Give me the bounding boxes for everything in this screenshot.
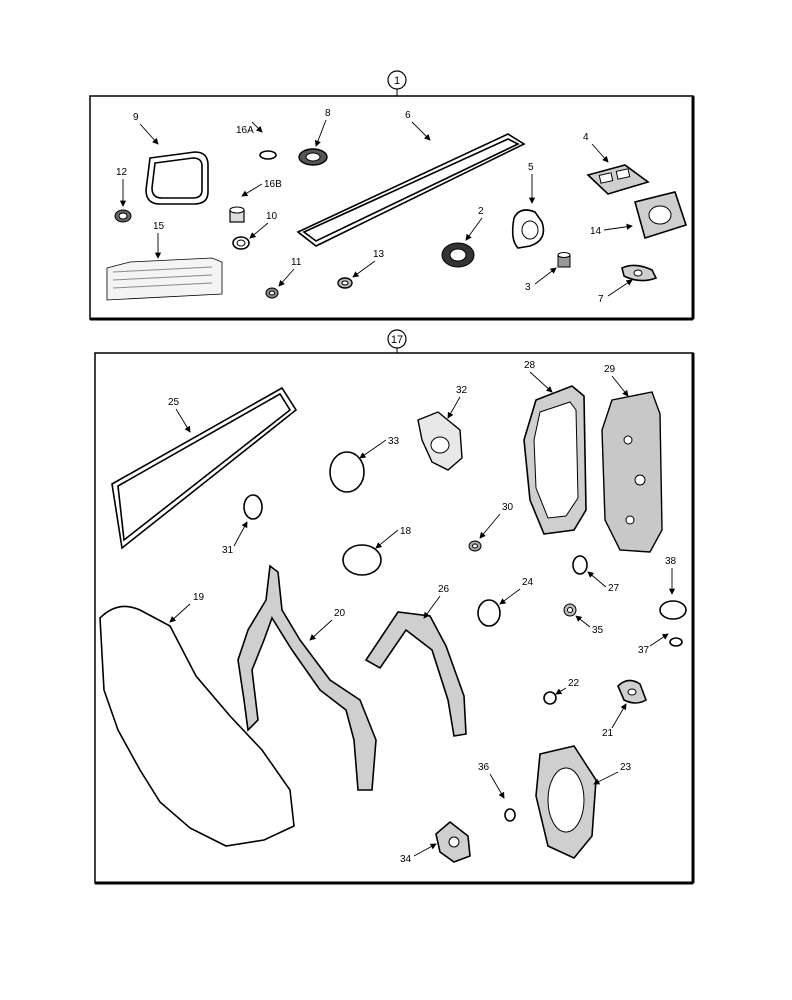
part-18-o-ring xyxy=(342,544,382,576)
part-38-o-ring xyxy=(659,600,687,620)
part-26-gasket xyxy=(364,611,467,737)
part-29-oil-cooler-gasket xyxy=(601,391,663,553)
label-13: 13 xyxy=(373,249,385,260)
label-35: 35 xyxy=(592,625,604,636)
part-10-seal-ring xyxy=(232,236,250,250)
label-16a: 16A xyxy=(236,125,254,136)
label-29: 29 xyxy=(604,364,616,375)
part-7-gasket xyxy=(621,264,658,282)
label-37: 37 xyxy=(638,645,650,656)
part-16a-o-ring xyxy=(259,150,277,160)
label-4: 4 xyxy=(583,132,589,143)
part-36-o-ring xyxy=(504,808,516,822)
part-33-o-ring xyxy=(329,451,365,493)
label-33: 33 xyxy=(388,436,400,447)
label-5: 5 xyxy=(528,162,534,173)
part-13-seal xyxy=(337,277,353,289)
label-27: 27 xyxy=(608,583,620,594)
part-34-gasket xyxy=(435,820,471,863)
label-12: 12 xyxy=(116,167,128,178)
part-21-gasket xyxy=(617,679,647,704)
part-35-seal xyxy=(563,603,577,617)
label-9: 9 xyxy=(133,112,139,123)
label-38: 38 xyxy=(665,556,677,567)
bottom-kit-labels: 25 32 28 29 33 31 30 18 38 27 19 20 26 2… xyxy=(168,360,677,865)
part-24-o-ring xyxy=(477,599,501,627)
label-18: 18 xyxy=(400,526,412,537)
label-7: 7 xyxy=(598,294,604,305)
callout-1-text: 1 xyxy=(394,75,400,87)
label-36: 36 xyxy=(478,762,490,773)
label-26: 26 xyxy=(438,584,450,595)
part-32-gasket xyxy=(417,411,463,471)
label-14: 14 xyxy=(590,226,602,237)
part-30-seal xyxy=(468,540,482,552)
label-15: 15 xyxy=(153,221,165,232)
label-16b: 16B xyxy=(264,179,282,190)
part-6-valve-cover-gasket xyxy=(296,133,526,247)
callout-1: 1 xyxy=(387,70,407,90)
part-20-gasket xyxy=(237,564,377,791)
part-5-thermostat-gasket xyxy=(511,209,545,249)
label-23: 23 xyxy=(620,762,632,773)
label-3: 3 xyxy=(525,282,531,293)
part-14-gasket xyxy=(634,191,688,240)
label-22: 22 xyxy=(568,678,580,689)
part-28-front-cover-gasket xyxy=(523,385,587,535)
part-22-o-ring xyxy=(543,691,557,705)
label-34: 34 xyxy=(400,854,412,865)
part-12-seal xyxy=(114,209,132,223)
label-28: 28 xyxy=(524,360,536,371)
part-3-plug xyxy=(557,252,571,268)
label-31: 31 xyxy=(222,545,234,556)
label-21: 21 xyxy=(602,728,614,739)
bottom-kit-frame xyxy=(94,352,695,885)
part-11-fitting xyxy=(265,287,279,299)
label-8: 8 xyxy=(325,108,331,119)
label-32: 32 xyxy=(456,385,468,396)
part-4-exhaust-gasket xyxy=(586,164,650,195)
part-27-o-ring xyxy=(572,555,588,575)
label-19: 19 xyxy=(193,592,205,603)
part-31-o-ring xyxy=(243,494,263,520)
part-15-instruction-sheet xyxy=(106,257,223,301)
part-23-gasket xyxy=(535,745,597,859)
part-9-rocker-cover-gasket xyxy=(145,151,209,205)
label-10: 10 xyxy=(266,211,278,222)
part-19-gear-housing-gasket xyxy=(99,605,295,847)
label-24: 24 xyxy=(522,577,534,588)
part-2-rear-seal xyxy=(441,242,475,268)
label-6: 6 xyxy=(405,110,411,121)
callout-17: 17 xyxy=(387,329,407,349)
label-11: 11 xyxy=(291,257,302,268)
label-20: 20 xyxy=(334,608,346,619)
label-2: 2 xyxy=(478,206,484,217)
top-kit-labels: 9 16A 8 6 4 12 16B 5 10 2 15 14 11 13 3 … xyxy=(116,108,633,305)
top-kit-frame xyxy=(89,95,695,321)
part-8-seal xyxy=(298,148,328,166)
label-30: 30 xyxy=(502,502,514,513)
label-25: 25 xyxy=(168,397,180,408)
callout-17-text: 17 xyxy=(391,334,403,346)
part-25-oil-pan-gasket xyxy=(111,386,298,550)
part-16b-cap xyxy=(229,206,245,223)
part-37-o-ring xyxy=(669,637,683,647)
